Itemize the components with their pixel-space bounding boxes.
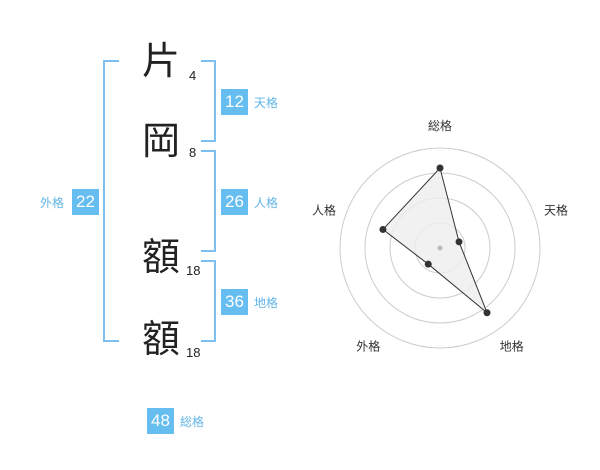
radar-axis-label: 地格 [500, 339, 524, 354]
name-char-2: 岡 [142, 119, 181, 163]
radar-point-3 [483, 309, 491, 317]
chikaku-value-badge: 36 [221, 289, 248, 315]
radar-axis-label: 外格 [356, 339, 380, 354]
tenkaku-bracket [201, 60, 216, 142]
jinkaku-value-badge: 26 [221, 189, 248, 215]
radar-point-1 [436, 164, 444, 172]
tenkaku-label: 天格 [254, 96, 279, 110]
radar-axis-label: 天格 [544, 202, 568, 217]
chikaku-bracket [201, 260, 216, 342]
stroke-count-2: 8 [189, 145, 197, 160]
jinkaku-label: 人格 [254, 196, 279, 210]
stroke-count-3: 18 [186, 263, 201, 278]
stroke-count-1: 4 [189, 68, 197, 83]
stroke-count-4: 18 [186, 345, 201, 360]
soukaku-value-badge: 48 [147, 408, 174, 434]
radar-axis-label: 総格 [428, 118, 452, 133]
gaikaku-bracket [103, 60, 119, 342]
gaikaku-value-badge: 22 [72, 189, 99, 215]
gaikaku-label: 外格 [40, 196, 65, 210]
name-char-4: 額 [142, 317, 181, 361]
radar-point-4 [424, 260, 432, 268]
tenkaku-value-badge: 12 [221, 89, 248, 115]
name-char-1: 片 [142, 39, 181, 83]
chikaku-label: 地格 [254, 296, 279, 310]
name-char-3: 額 [142, 235, 181, 279]
soukaku-label: 総格 [180, 415, 205, 429]
jinkaku-bracket [201, 150, 216, 252]
radar-point-5 [379, 225, 387, 233]
radar-center-dot [437, 245, 443, 251]
radar-polygon [382, 166, 488, 314]
radar-ring [339, 147, 541, 349]
radar-point-2 [455, 238, 463, 246]
radar-axis-label: 人格 [312, 202, 336, 217]
